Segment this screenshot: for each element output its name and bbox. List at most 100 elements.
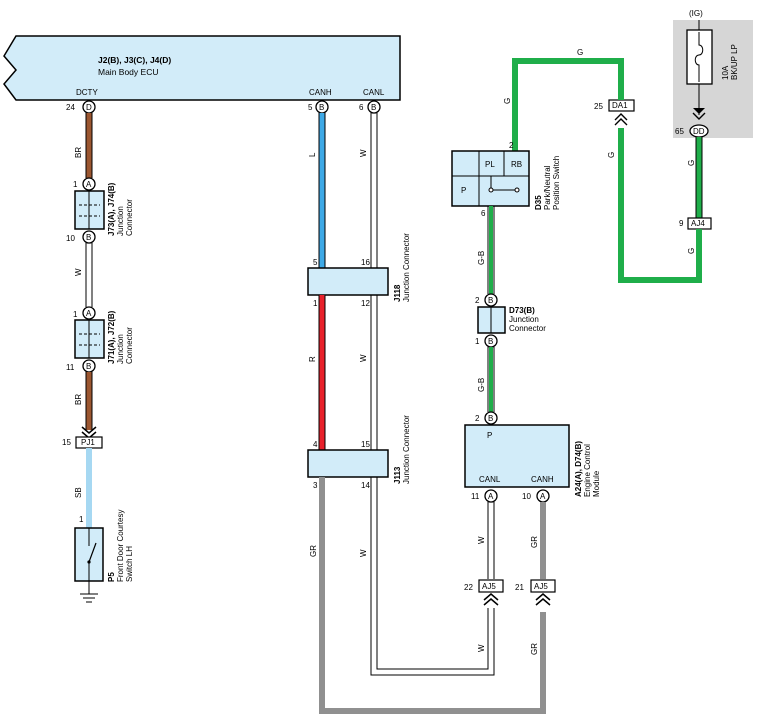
pin-number: 15 [62, 438, 71, 447]
pin-number: 11 [66, 363, 75, 372]
terminal-letter: B [488, 296, 493, 305]
wire-label-w: W [477, 536, 486, 544]
pin-number: 1 [73, 180, 78, 189]
d73-sub2: Connector [509, 324, 546, 333]
j118-label: J118 Junction Connector [393, 233, 411, 302]
wire-label-gb: G-B [477, 251, 486, 265]
pin-number: 1 [313, 299, 318, 308]
terminal-circle [82, 306, 96, 320]
pin-number: 2 [509, 141, 514, 150]
terminal-circle [82, 230, 96, 244]
ecm-label: A24(A), D74(B) Engine Control Module [574, 441, 601, 497]
aj4-label: AJ4 [691, 219, 705, 228]
pin-number: 65 [675, 127, 684, 136]
wire-g-top [512, 58, 624, 151]
terminal-letter: B [488, 337, 493, 346]
p5-code: P5 [107, 572, 116, 582]
wire-label-g: G [503, 98, 512, 104]
pin-number: 2 [475, 414, 480, 423]
d35-rb: RB [511, 160, 522, 169]
p5-sub2: Switch LH [125, 546, 134, 582]
fuse-box [686, 29, 713, 85]
j73-sub2: Connector [125, 199, 134, 236]
pin-number: 5 [313, 258, 318, 267]
d73-code: D73(B) [509, 306, 535, 315]
wire-label-w: W [359, 354, 368, 362]
terminal-letter: B [86, 362, 91, 371]
ecm-box [464, 424, 570, 488]
pin-number: 25 [594, 102, 603, 111]
fuse-rating: 10A [721, 65, 730, 80]
pin-number: 1 [475, 337, 480, 346]
terminal-letter: B [488, 414, 493, 423]
aj5-label: AJ5 [482, 582, 496, 591]
pin-number: 4 [313, 440, 318, 449]
ecm-pin-canl: CANL [479, 475, 501, 484]
wire-label-l: L [308, 152, 317, 157]
ig-shaded-area [673, 20, 753, 138]
wire-label-br: BR [74, 147, 83, 158]
fuse-name: BK/UP LP [730, 44, 739, 80]
d35-code: D35 [534, 195, 543, 210]
d35-p: P [461, 186, 466, 195]
wire-label-gr: GR [530, 536, 539, 548]
wire-label-gr: GR [309, 545, 318, 557]
terminal-letter: A [86, 309, 92, 318]
pin-number: 6 [359, 103, 364, 112]
wire-label-g: G [687, 160, 696, 166]
p5-label: P5 Front Door Courtesy Switch LH [107, 510, 134, 582]
terminal-letter: D [86, 103, 92, 112]
j113-junction-connector [307, 449, 389, 478]
ecu-name-label: Main Body ECU [98, 67, 158, 77]
ecu-connectors-label: J2(B), J3(C), J4(D) [98, 55, 171, 65]
engine-control-module: 2 B P CANL CANH A24(A), D74(B) Engine Co… [464, 411, 601, 606]
pin-number: 2 [475, 296, 480, 305]
connector-chevron [535, 593, 551, 606]
connector-chevron [692, 112, 706, 120]
ig-label: (IG) [689, 9, 703, 18]
main-body-ecu: J2(B), J3(C), J4(D) Main Body ECU DCTY C… [3, 35, 401, 101]
ecm-pin-canh: CANH [531, 475, 554, 484]
j118-sub: Junction Connector [402, 233, 411, 302]
pin-number: 10 [66, 234, 75, 243]
pin-number: 15 [361, 440, 370, 449]
wire-gr-canh [319, 477, 546, 714]
terminal-letter: B [86, 233, 91, 242]
pin-number: 5 [308, 103, 313, 112]
p5-sub1: Front Door Courtesy [116, 510, 125, 582]
pin-number: 24 [66, 103, 75, 112]
j113-code: J113 [393, 466, 402, 484]
ecm-sub1: Engine Control [583, 444, 592, 497]
d35-pl: PL [485, 160, 495, 169]
terminal-letter: B [371, 103, 376, 112]
wire-label-w: W [74, 268, 83, 276]
pin-number: 10 [522, 492, 531, 501]
wire-label-gb: G-B [477, 378, 486, 392]
wire-g-loop [618, 128, 702, 283]
pin-number: 1 [73, 310, 78, 319]
terminal-letter: A [488, 492, 494, 501]
wire-label-br: BR [74, 394, 83, 405]
terminal-letter: B [319, 103, 324, 112]
fuse-label: 10A BK/UP LP [721, 44, 739, 80]
da1-label: DA1 [612, 101, 628, 110]
pin-number: 14 [361, 481, 370, 490]
wire-label-w: W [359, 549, 368, 557]
pin-number: 9 [679, 219, 684, 228]
j113-label: J113 Junction Connector [393, 415, 411, 484]
pin-number: 16 [361, 258, 370, 267]
wire-label-sb: SB [74, 487, 83, 498]
wire-label-g: G [577, 48, 583, 57]
terminal-circle [82, 177, 96, 191]
j71-label: J71(A), J72(B) Junction Connector [107, 310, 134, 364]
j113-sub: Junction Connector [402, 415, 411, 484]
d35-label: D35 Park/Neutral Position Switch [534, 156, 561, 210]
d35-sub1: Park/Neutral [543, 165, 552, 210]
pin-number: 3 [313, 481, 318, 490]
pj1-label: PJ1 [81, 438, 95, 447]
wire-label-w: W [359, 149, 368, 157]
j73-label: J73(A), J74(B) Junction Connector [107, 182, 134, 236]
ecu-pin-dcty: DCTY [76, 88, 98, 97]
dcty-circuit: 24 D BR 1 A 10 B J73(A), J74(B) Junction… [62, 100, 134, 603]
